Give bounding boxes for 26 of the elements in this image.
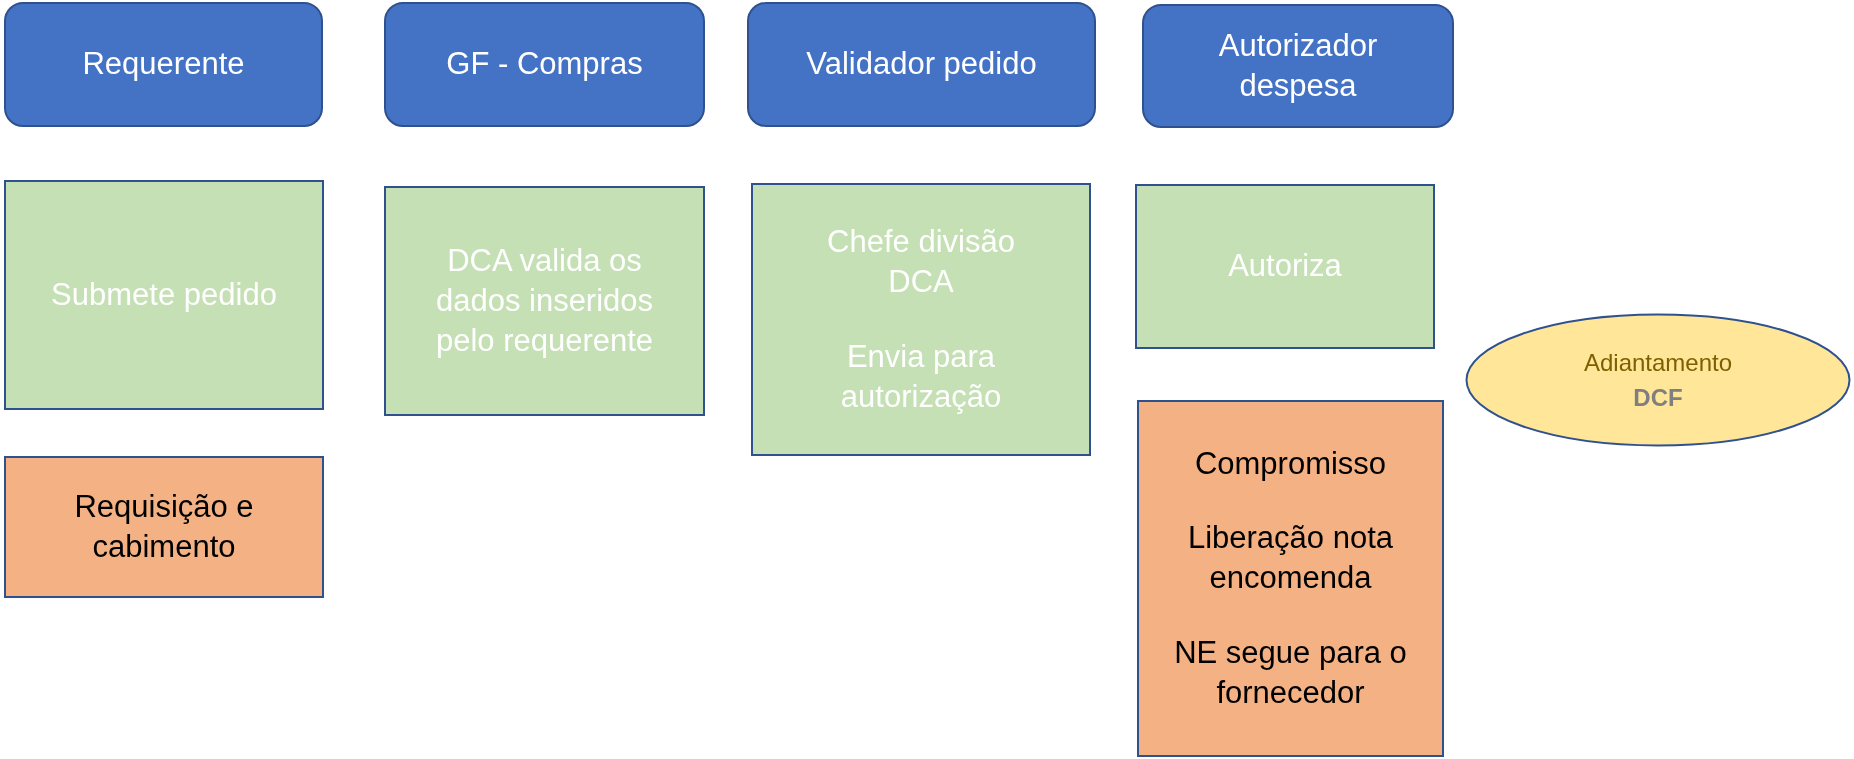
box-text: Adiantamento — [1582, 347, 1734, 378]
box-text: NE segue para o fornecedor — [1173, 633, 1408, 712]
box-text: Chefe divisão DCA — [826, 222, 1016, 302]
box-text: Liberação nota encomenda — [1186, 519, 1395, 598]
box-text: Submete pedido — [50, 275, 278, 314]
box-text: DCF — [1632, 383, 1684, 413]
role-label: Autorizador despesa — [1217, 26, 1379, 105]
record-box — [4, 456, 324, 598]
box-text: Requisição e cabimento — [73, 487, 255, 566]
record-box — [1137, 400, 1444, 757]
role-label: Requerente — [81, 45, 246, 84]
role-label: GF - Compras — [445, 45, 644, 84]
process-box — [1135, 184, 1435, 349]
box-text: DCA valida os dados inseridos pelo requerente — [434, 241, 655, 361]
role-label: Validador pedido — [805, 45, 1038, 84]
event-ellipse — [1465, 313, 1851, 447]
box-text: Envia para autorização — [839, 337, 1003, 416]
role-header — [747, 2, 1096, 127]
role-header — [384, 2, 705, 127]
role-header — [4, 2, 323, 127]
process-box — [4, 180, 324, 410]
process-box — [751, 183, 1091, 456]
box-text: Compromisso — [1193, 444, 1388, 483]
box-text: Autoriza — [1227, 247, 1343, 286]
process-box — [384, 186, 705, 416]
role-header — [1142, 4, 1454, 128]
